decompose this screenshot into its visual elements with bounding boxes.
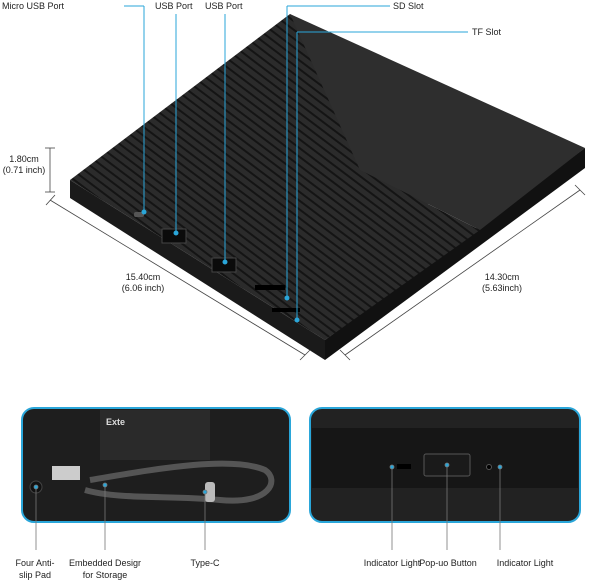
indicator-light-right	[486, 464, 492, 470]
length-cm: 15.40cm	[125, 272, 161, 282]
usb-port-callout-2: USB Port	[205, 1, 243, 11]
device-right-face	[325, 148, 585, 360]
tf-slot-callout: TF Slot	[472, 27, 502, 37]
micro-usb-callout: Micro USB Port	[2, 1, 65, 11]
device-front-face	[70, 180, 325, 360]
height-inch: (0.71 inch)	[2, 165, 46, 175]
sd-slot	[255, 285, 285, 290]
type-c-plug	[205, 482, 215, 502]
device-top-smooth	[290, 14, 585, 230]
usb-port-1	[161, 228, 187, 244]
height-cm: 1.80cm	[9, 154, 39, 164]
anti-slip-pad-label-2: slip Pad	[18, 570, 52, 580]
device-label-text: Exte	[106, 417, 126, 427]
anti-slip-pad-label-1: Four Anti-	[15, 558, 55, 568]
sd-slot-callout: SD Slot	[393, 1, 424, 11]
width-cm: 14.30cm	[484, 272, 520, 282]
indicator-light-left-label: Indicator Light	[363, 558, 421, 568]
storage-label-2: for Storage	[82, 570, 128, 580]
storage-label-1: Embedded Desigr	[68, 558, 142, 568]
usb-port-2	[211, 257, 237, 273]
type-c-label: Type-C	[190, 558, 220, 568]
indicator-light-left	[397, 464, 411, 469]
tf-slot	[272, 308, 300, 312]
width-inch: (5.63inch)	[481, 283, 523, 293]
indicator-light-right-label: Indicator Light	[496, 558, 554, 568]
pop-up-button-label: Pop-uo Button	[419, 558, 477, 568]
usb-port-callout-1: USB Port	[155, 1, 193, 11]
length-inch: (6.06 inch)	[121, 283, 165, 293]
usb-a-plug	[52, 466, 80, 480]
micro-usb-port	[134, 212, 144, 217]
